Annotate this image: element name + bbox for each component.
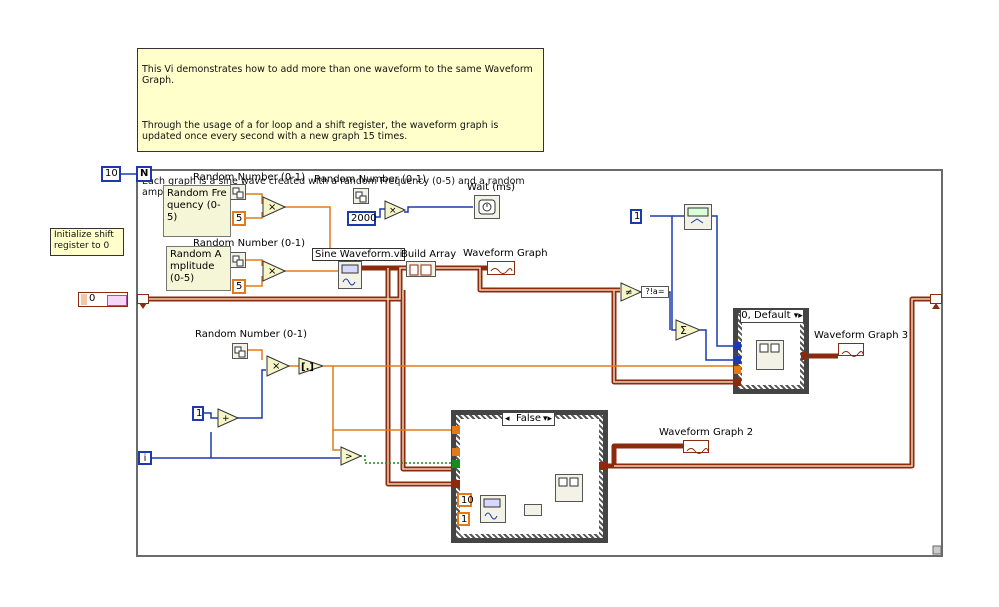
sine-waveform-node[interactable]: [338, 261, 362, 289]
waveform-graph-label: Waveform Graph: [463, 248, 548, 259]
random-number-icon[interactable]: [353, 188, 369, 204]
waveform-graph-2-label: Waveform Graph 2: [659, 427, 754, 438]
sum-icon[interactable]: Σ: [675, 319, 701, 341]
waveform-graph-3-label: Waveform Graph 3: [814, 330, 909, 341]
tunnel: [599, 462, 607, 470]
bundle-node[interactable]: [524, 504, 542, 516]
increment-icon[interactable]: +: [217, 408, 239, 428]
waveform-icon: [841, 351, 864, 357]
select-icon: [687, 207, 709, 224]
shift-register-left[interactable]: [137, 294, 149, 309]
wait-label: Wait (ms): [467, 182, 516, 193]
waveform-icon: [686, 448, 709, 454]
multiply-icon[interactable]: ×: [266, 355, 290, 377]
replace-array-node[interactable]: [555, 474, 583, 502]
random-number-label-4: Random Number (0-1): [195, 329, 308, 340]
wait-ms-node[interactable]: [474, 195, 500, 219]
greater-than-icon[interactable]: >: [340, 446, 362, 466]
description-note: This Vi demonstrates how to add more tha…: [137, 48, 544, 198]
random-number-label-1: Random Number (0-1): [193, 172, 306, 183]
loop-count-terminal[interactable]: N: [136, 166, 152, 182]
select-node[interactable]: [684, 204, 712, 230]
multiply-icon[interactable]: ×: [262, 260, 286, 282]
note-paragraph-2: Through the usage of a for loop and a sh…: [142, 119, 499, 143]
build-array-node[interactable]: [406, 261, 436, 277]
case-selector-default[interactable]: 0, Default ▾▸: [740, 309, 804, 323]
random-number-label-2: Random Number (0-1): [193, 238, 306, 249]
random-amplitude-label: Random Amplitude (0-5): [170, 249, 222, 284]
random-amplitude-box: Random Amplitude (0-5): [166, 246, 231, 291]
tunnel: [452, 426, 460, 434]
tunnel: [452, 480, 460, 488]
case-default-label: 0, Default: [741, 310, 791, 321]
convert-node[interactable]: ?!a=: [641, 286, 669, 298]
not-equal-icon[interactable]: ≠: [620, 282, 642, 302]
sine-wave-icon: [341, 264, 359, 286]
init-shift-register-note: Initialize shift register to 0: [50, 228, 124, 256]
sine-waveform-node-2[interactable]: [480, 495, 506, 523]
tunnel: [734, 366, 741, 374]
waveform-graph-2-terminal[interactable]: [683, 440, 709, 454]
tunnel: [452, 460, 460, 468]
random-frequency-label: Random Frequency (0-5): [167, 188, 227, 223]
array-icon: [409, 264, 432, 276]
case-false-label: False: [515, 413, 542, 424]
sine-wave-icon: [483, 498, 501, 520]
sine-waveform-label: Sine Waveform.vi: [312, 248, 406, 261]
array-icon: [759, 343, 780, 353]
one-constant-a[interactable]: 1: [192, 406, 204, 421]
svg-text:≠: ≠: [625, 288, 633, 298]
one-constant-b[interactable]: 1: [630, 209, 642, 224]
svg-text:×: ×: [389, 206, 397, 216]
replace-array-node-2[interactable]: [756, 340, 784, 370]
waveform-icon: [490, 268, 513, 274]
random-number-icon[interactable]: [230, 252, 246, 268]
tunnel: [801, 352, 808, 360]
wait-ms-constant[interactable]: 2000: [347, 211, 376, 226]
svg-text:>: >: [345, 452, 353, 462]
init-constant-value: 0: [89, 293, 96, 304]
svg-text:×: ×: [268, 202, 276, 213]
clock-icon: [478, 199, 496, 215]
build-array-label: Build Array: [401, 249, 457, 260]
multiply-icon[interactable]: ×: [262, 196, 286, 218]
wire-build-down-2: [400, 290, 455, 472]
waveform-graph-terminal[interactable]: [487, 261, 515, 275]
svg-text:×: ×: [272, 361, 280, 372]
amp-multiplier-constant[interactable]: 5: [232, 279, 246, 294]
random-number-icon[interactable]: [232, 343, 248, 359]
note-paragraph-1: This Vi demonstrates how to add more tha…: [142, 63, 533, 87]
wire-case-out-graph2: [605, 443, 683, 469]
wire-build-to-cmp: [436, 265, 620, 293]
for-loop-border: [136, 169, 943, 557]
multiply-icon[interactable]: ×: [384, 200, 406, 220]
one-constant-c[interactable]: 1: [457, 512, 470, 526]
case-selector-false[interactable]: ◂ False ▾▸: [502, 412, 555, 426]
round-icon[interactable]: [.]: [298, 357, 324, 375]
array-icon: [558, 477, 579, 487]
shift-register-right[interactable]: [930, 294, 942, 309]
case-structure-false[interactable]: [451, 410, 608, 543]
svg-text:+: +: [222, 414, 230, 424]
init-constant[interactable]: 0: [78, 292, 128, 307]
svg-text:[.]: [.]: [301, 362, 314, 373]
svg-text:Σ: Σ: [680, 324, 687, 337]
random-frequency-box: Random Frequency (0-5): [163, 185, 231, 237]
svg-text:×: ×: [268, 266, 276, 277]
loop-count-constant[interactable]: 10: [101, 166, 121, 182]
tunnel: [734, 342, 741, 350]
random-number-icon[interactable]: [230, 184, 246, 200]
waveform-graph-3-terminal[interactable]: [838, 343, 864, 357]
tunnel: [734, 378, 741, 386]
loop-count-wire-icon: [121, 173, 136, 175]
random-number-label-3: Random Number (0-1): [314, 174, 427, 185]
tunnel: [452, 448, 460, 456]
iteration-terminal: i: [138, 451, 152, 465]
freq-multiplier-constant[interactable]: 5: [232, 211, 246, 226]
ten-constant[interactable]: 10: [457, 493, 474, 507]
tunnel: [734, 356, 741, 364]
